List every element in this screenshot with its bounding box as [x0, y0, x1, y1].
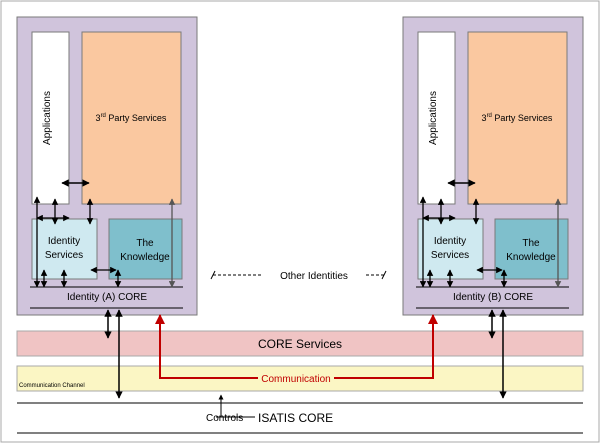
identity-b-panel: Applications 3rd Party Services Identity… [402, 16, 584, 316]
identity-b-core-label: Identity (B) CORE [453, 292, 533, 303]
identity-a-applications-label: Applications [42, 91, 53, 145]
identity-b-identity-services-line1: Identity [434, 236, 466, 247]
identity-a-knowledge-line1: The [136, 238, 154, 249]
identity-b-third-party-label: 3rd Party Services [482, 113, 553, 123]
identity-a-panel: Applications 3rd Party Services Identity… [16, 16, 198, 316]
identity-a-identity-services-line2: Services [45, 250, 83, 261]
core-services-label: CORE Services [258, 337, 342, 351]
identity-b-applications-box [417, 31, 456, 205]
identity-b-knowledge-line2: Knowledge [506, 252, 556, 263]
identity-b-knowledge-box [494, 218, 569, 280]
identity-a-knowledge-box [108, 218, 183, 280]
identity-a-identity-services-line1: Identity [48, 236, 80, 247]
identity-a-third-party-box [81, 31, 182, 205]
isatis-core-label: ISATIS CORE [258, 411, 333, 425]
communication-label: Communication [261, 374, 330, 385]
other-identities-tick-right [381, 270, 387, 280]
identity-b-identity-services-line2: Services [431, 250, 469, 261]
identity-b-applications-label: Applications [428, 91, 439, 145]
identity-a-third-party-label: 3rd Party Services [96, 113, 167, 123]
other-identities-tick-left [210, 270, 216, 280]
communication-channel-label: Communication Channel [19, 383, 85, 389]
controls-label: Controls [206, 413, 243, 424]
communication-label-bg [258, 371, 334, 384]
identity-a-core-label: Identity (A) CORE [67, 292, 147, 303]
identity-b-knowledge-line1: The [522, 238, 540, 249]
other-identities-connector: Other Identities [210, 270, 387, 282]
other-identities-label: Other Identities [280, 271, 348, 282]
identity-b-third-party-box [467, 31, 568, 205]
identity-a-applications-box [31, 31, 70, 205]
identity-a-knowledge-line2: Knowledge [120, 252, 170, 263]
